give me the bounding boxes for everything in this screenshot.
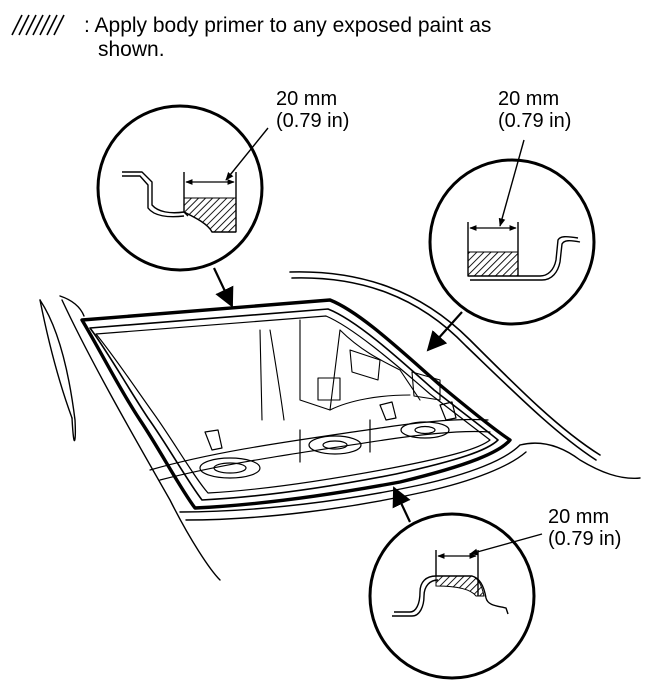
legend-line-1: : Apply body primer to any exposed paint…: [84, 14, 492, 37]
dimension-mm: 20 mm: [498, 88, 560, 110]
callout-arrows: [213, 267, 463, 523]
legend-line-2: shown.: [98, 38, 165, 61]
legend-text: : Apply body primer to any exposed paint…: [84, 14, 644, 62]
arrow-top-right: [426, 311, 463, 352]
arrow-top-left: [213, 267, 234, 308]
dimension-leader-top-right: [498, 139, 525, 227]
dimension-in: (0.79 in): [498, 110, 572, 132]
dimension-label-bottom-right: 20 mm (0.79 in): [548, 506, 621, 550]
dimension-leader-bottom-right: [469, 533, 543, 556]
hatched-area-icon: [11, 14, 65, 36]
dimension-leader-top-left: [225, 127, 269, 181]
legend: : Apply body primer to any exposed paint…: [10, 8, 660, 62]
dimension-mm: 20 mm: [276, 88, 338, 110]
detail-circle-top-left: [96, 104, 269, 272]
dimension-label-top-right: 20 mm (0.79 in): [498, 88, 571, 132]
arrow-bottom-right: [392, 486, 411, 523]
detail-circle-top-right: [428, 139, 596, 326]
dimension-label-top-left: 20 mm (0.79 in): [276, 88, 349, 132]
interior-shelf: [149, 401, 491, 481]
interior-bulkhead: [259, 319, 441, 421]
dimension-in: (0.79 in): [548, 528, 622, 550]
roof-line: [289, 271, 601, 461]
window-flange: [80, 298, 512, 510]
dimension-in: (0.79 in): [276, 110, 350, 132]
dimension-mm: 20 mm: [548, 506, 610, 528]
body-left-panel: [39, 295, 221, 581]
detail-circle-bottom-right: [368, 512, 543, 680]
